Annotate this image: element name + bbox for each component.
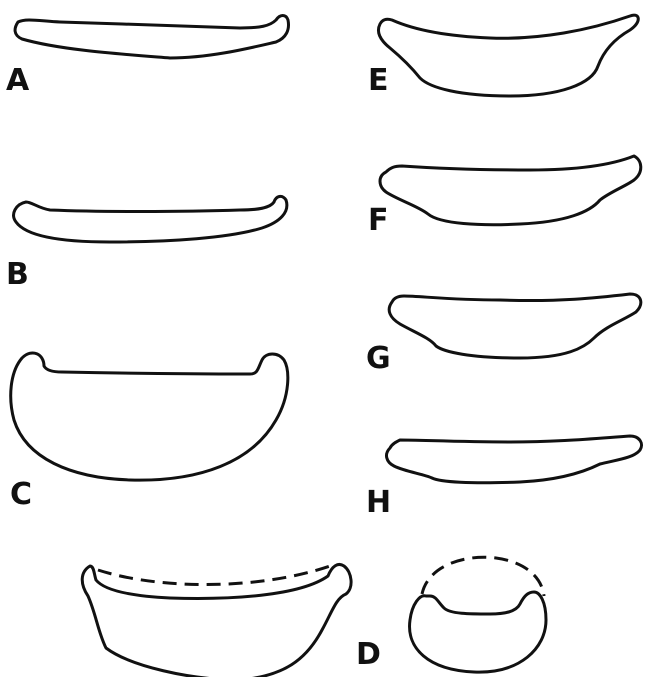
panel-h-label: H bbox=[366, 485, 391, 520]
panel-e-label: E bbox=[368, 63, 389, 98]
panel-h: H bbox=[366, 436, 642, 520]
panel-d-outline-right bbox=[410, 592, 546, 672]
panel-a: A bbox=[6, 16, 289, 99]
panel-b-label: B bbox=[6, 257, 29, 292]
panel-f: F bbox=[368, 156, 641, 238]
panel-c-label: C bbox=[10, 477, 32, 512]
panel-e-outline bbox=[378, 15, 638, 96]
panel-d-outline-left bbox=[82, 564, 351, 677]
panel-g: G bbox=[366, 294, 641, 376]
panel-f-label: F bbox=[368, 203, 389, 238]
panel-c: C bbox=[10, 353, 288, 512]
panel-c-outline bbox=[11, 353, 288, 480]
panel-d-right: D bbox=[356, 557, 546, 672]
panel-d bbox=[82, 564, 351, 677]
panel-d-label: D bbox=[356, 637, 381, 672]
panel-f-outline bbox=[380, 156, 641, 225]
panel-d-dashed-cap bbox=[422, 557, 544, 596]
panel-g-label: G bbox=[366, 341, 391, 376]
panel-a-label: A bbox=[6, 63, 30, 98]
panel-g-outline bbox=[389, 294, 641, 358]
panel-b-outline bbox=[14, 196, 287, 242]
panel-e: E bbox=[368, 15, 638, 98]
panel-a-outline bbox=[15, 16, 288, 59]
panel-d-dashed-arc bbox=[98, 566, 330, 585]
panel-b: B bbox=[6, 196, 287, 292]
panel-h-outline bbox=[387, 436, 642, 483]
